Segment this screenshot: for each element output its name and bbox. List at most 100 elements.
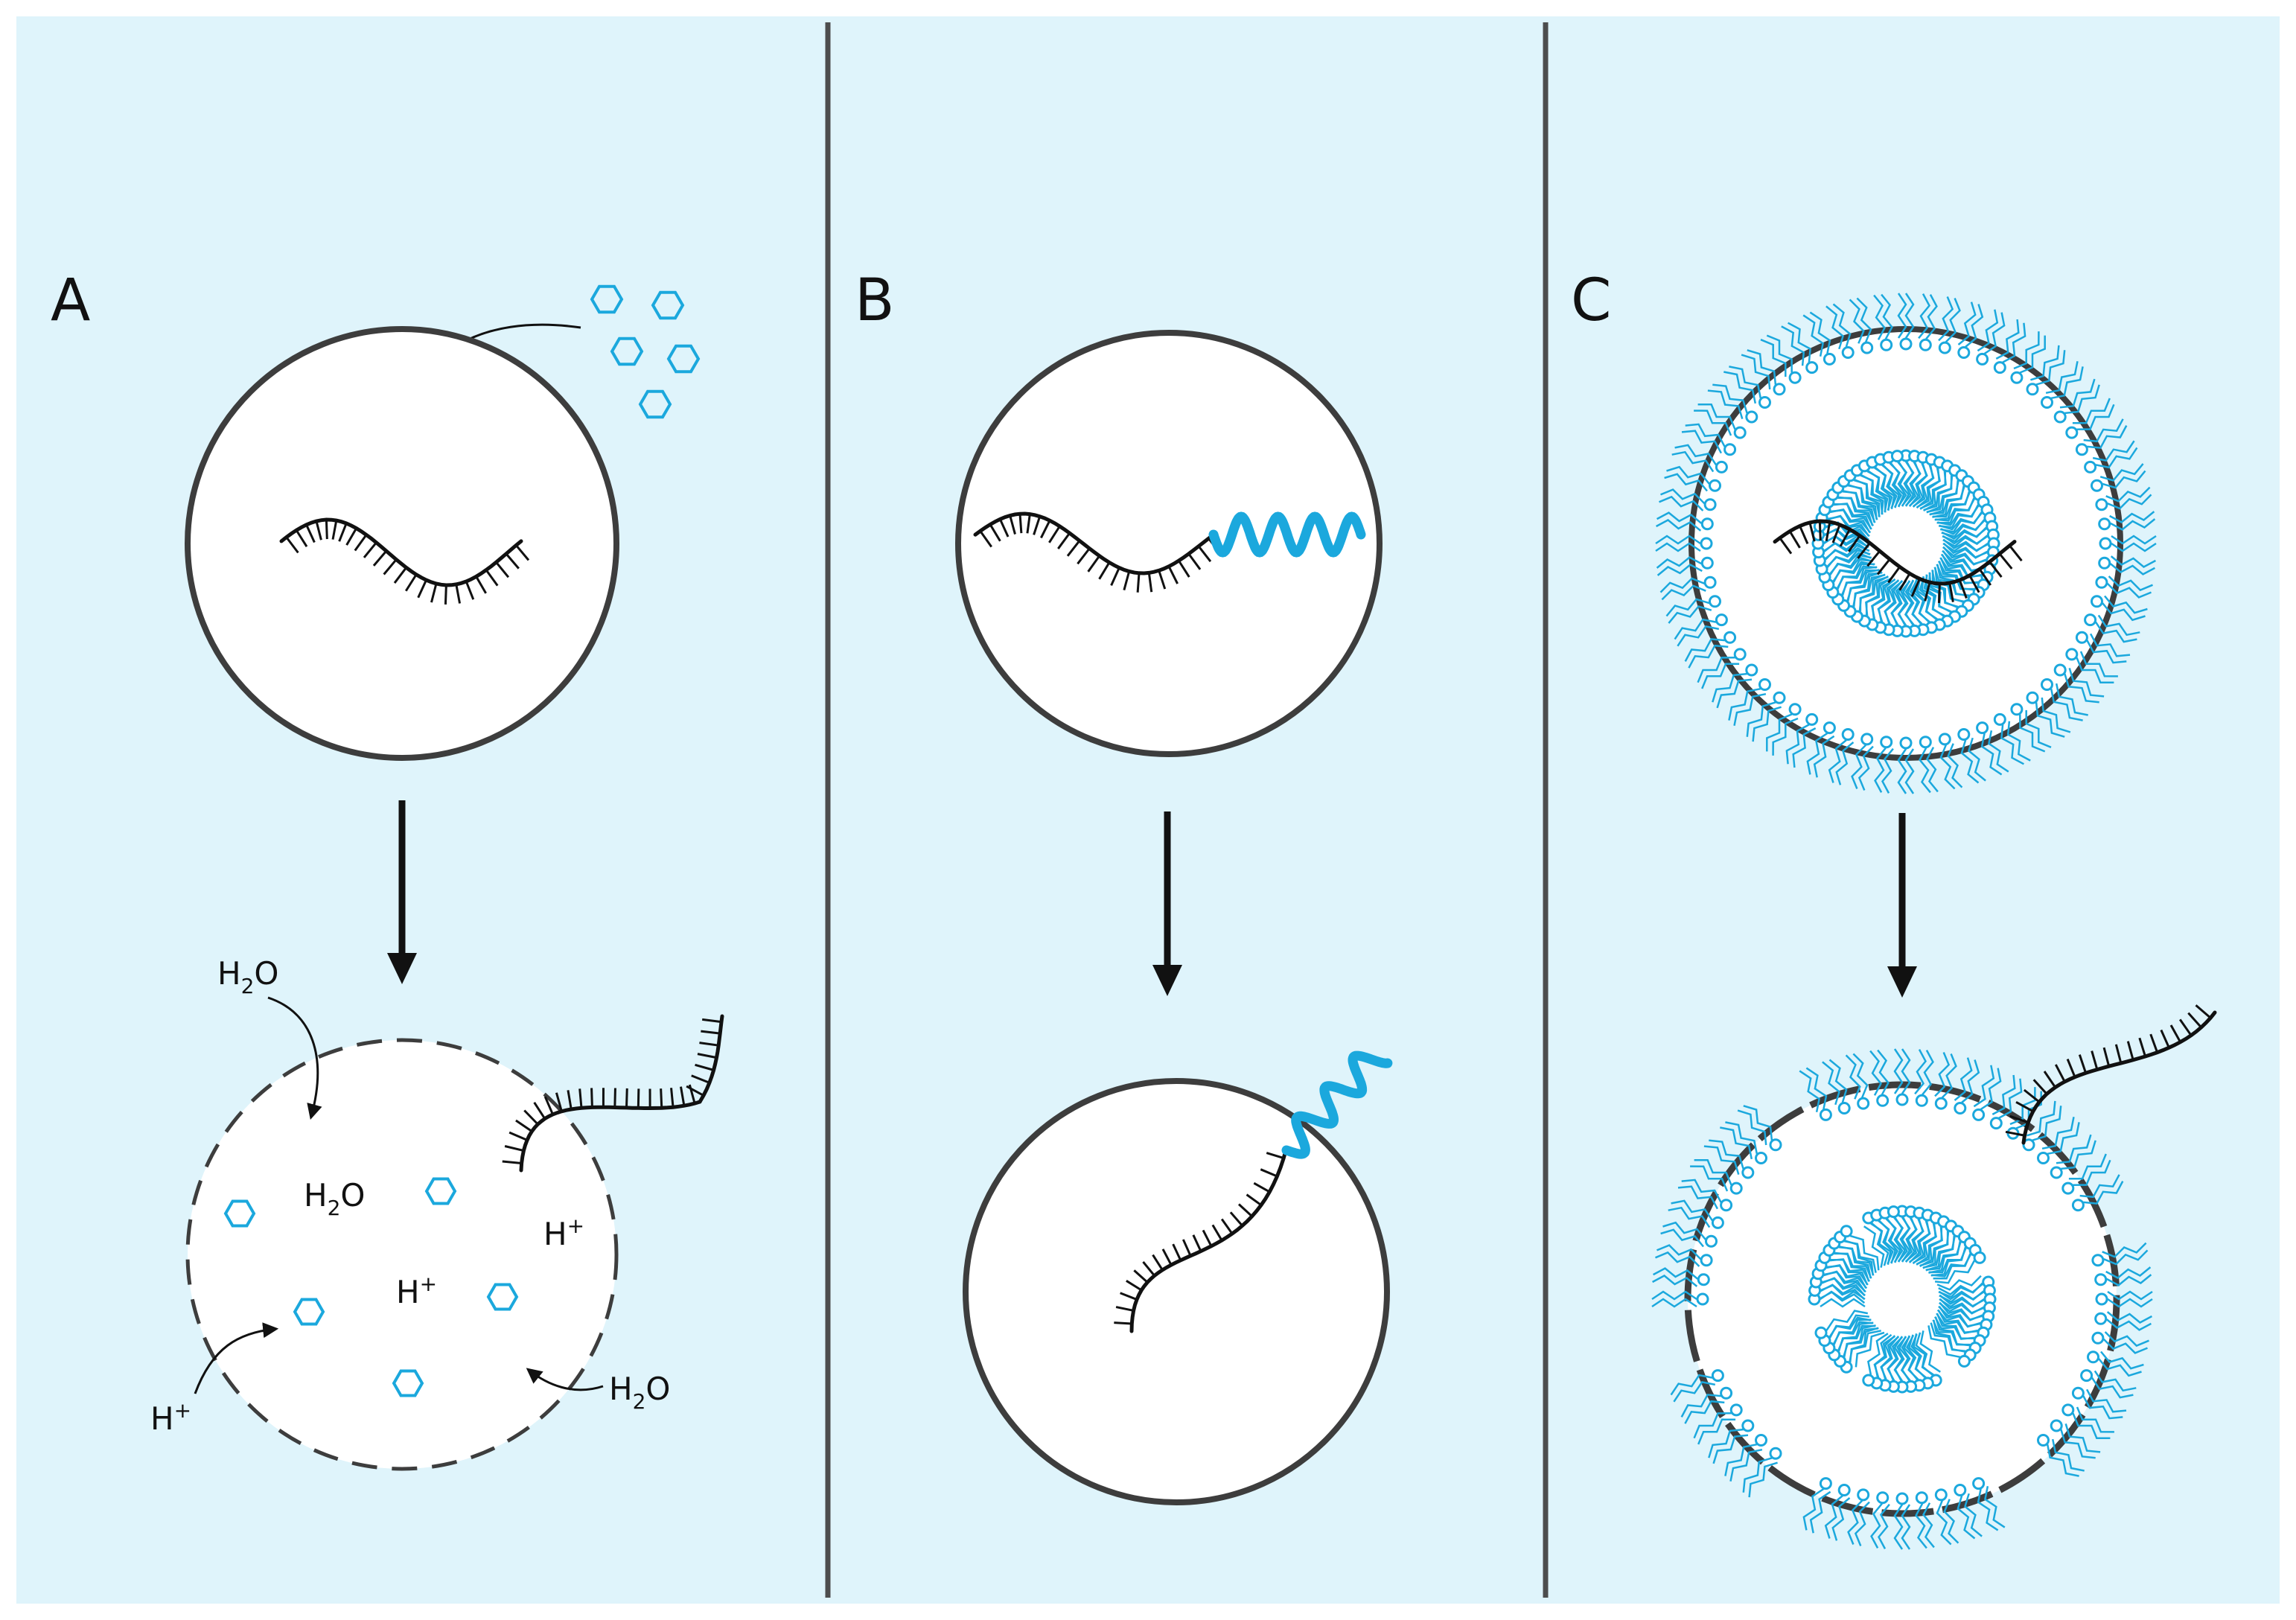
phospholipid-tail [1910,1333,1927,1379]
helical-anchor-b-top [1208,511,1366,558]
strand-b-bottom-base-tick [1152,1254,1164,1271]
phospholipid-tail [1830,508,1871,533]
phospholipid-tail [1694,1159,1732,1186]
phospholipid-tail [2105,486,2151,503]
phospholipid-head [2010,703,2024,716]
strand-c-bottom-base-tick [2066,1059,2076,1078]
phospholipid-tail [1674,618,1717,640]
phospholipid-tail [1661,584,1706,601]
phospholipid-tail [2095,447,2138,469]
strand-b-bottom-base-tick [1237,1203,1253,1217]
phospholipid-tail [1828,739,1847,783]
strand-b-bottom-base-tick [1182,1239,1192,1257]
strand-c-top-base-tick [1866,550,1881,567]
strand-b-top-base-tick [1057,532,1071,549]
strand-c-bottom-backbone [2021,1010,2217,1145]
phospholipid-tail [1897,748,1907,794]
phospholipid-tail [1655,535,1701,545]
phospholipid-tail [1937,1310,1978,1334]
phospholipid-tail [2076,1406,2114,1433]
strand-c-top-base-tick [1825,521,1831,541]
phospholipid-tail [1878,579,1899,622]
strand-a-top-base-tick [363,541,377,558]
phospholipid-head [2061,1403,2075,1417]
phospholipid-tail [2082,1395,2123,1420]
strand-b-top-base-tick [1147,573,1153,593]
phospholipid-tail [1857,745,1874,791]
phospholipid-tail [1656,556,1702,569]
phospholipid-head [1769,1447,1782,1460]
phospholipid-tail [1712,383,1748,414]
phospholipid-tail [1830,1258,1869,1285]
phospholipid-tail [2041,1117,2075,1150]
strand-a-bottom-tail-base-tick [695,1063,714,1071]
phospholipid-tail [2089,633,2131,657]
phospholipid-head [2099,537,2112,550]
phospholipid-tail [2083,1181,2124,1205]
phospholipid-head [1723,631,1737,644]
phospholipid-tail [2032,1106,2062,1141]
phospholipid-head [1993,361,2006,374]
phospholipid-tail [2102,470,2146,489]
phospholipid-tail [1697,404,1736,430]
phospholipid-tail [1919,1231,1950,1267]
phospholipid-tail [1886,1217,1899,1263]
phospholipid-tail [1828,556,1873,575]
phospholipid-tail [1905,1218,1925,1263]
phospholipid-tail [2064,384,2100,415]
phospholipid-tail [1858,575,1889,612]
phospholipid-tail [1933,491,1971,518]
phospholipid-head [1895,1492,1909,1505]
phospholipid-tail [1939,558,1978,584]
phospholipid-tail [1905,1335,1919,1381]
strand-c-top-base-tick [1978,568,1992,586]
hexagon-scatter-a [223,1177,519,1397]
phospholipid-head [1887,1205,1900,1219]
strand-a-bottom-base-tick [504,1145,524,1152]
phospholipid-tail [1980,733,2003,776]
phospholipid-tail [2098,1358,2142,1377]
phospholipid-tail [2076,404,2115,430]
phospholipid-tail [1881,293,1893,339]
strand-b-bottom-base-tick [1161,1249,1173,1266]
phospholipid-tail [1878,1219,1894,1265]
strand-b-bottom-base-tick [1133,1269,1149,1283]
panel-c: C [1571,267,2217,1550]
phospholipid-tail [1919,1330,1941,1373]
strand-a-bottom-base-tick [670,1088,675,1108]
phospholipid-tail [1825,1310,1869,1331]
phospholipid-tail [1926,1241,1962,1271]
phospholipid-tail [1942,546,1987,566]
phospholipid-head [2091,1331,2105,1345]
phospholipid-head [1805,712,1819,726]
phospholipid-tail [1820,1298,1866,1308]
phospholipid-tail [1937,505,1980,526]
phospholipid-head [1876,1094,1890,1107]
strand-a-bottom-backbone [519,1100,702,1173]
strand-b-bottom-base-tick [1120,1292,1138,1301]
phospholipid-head [2041,678,2053,691]
phospholipid-tail [1677,625,1720,647]
phospholipid-tail [1891,581,1907,626]
phospholipid-tail [1821,1277,1866,1296]
phospholipid-tail [1725,1121,1758,1155]
phospholipid-tail [2076,657,2114,683]
phospholipid-tail [1923,1235,1956,1269]
nucleic-strand-a-top [279,517,530,605]
phospholipid-tail [1877,1049,1890,1095]
phospholipid-head [1972,1477,1986,1490]
phospholipid-tail [1852,1053,1869,1098]
hexagon-molecule [424,1177,457,1205]
phospholipid-tail [1941,554,1982,578]
strand-b-top-base-tick [1087,555,1100,573]
phospholipid-head [1788,371,1802,384]
phospholipid-tail [1909,462,1928,507]
phospholipid-tail [1799,1070,1820,1113]
phospholipid-tail [2103,1249,2149,1266]
phospholipid-tail [1681,430,1723,454]
strand-c-bottom-base-tick [2078,1054,2088,1074]
phospholipid-tail [1743,1105,1773,1141]
phospholipid-head [1700,537,1713,550]
phospholipid-tail [2079,651,2118,677]
phospholipid-tail [1809,1490,1831,1534]
